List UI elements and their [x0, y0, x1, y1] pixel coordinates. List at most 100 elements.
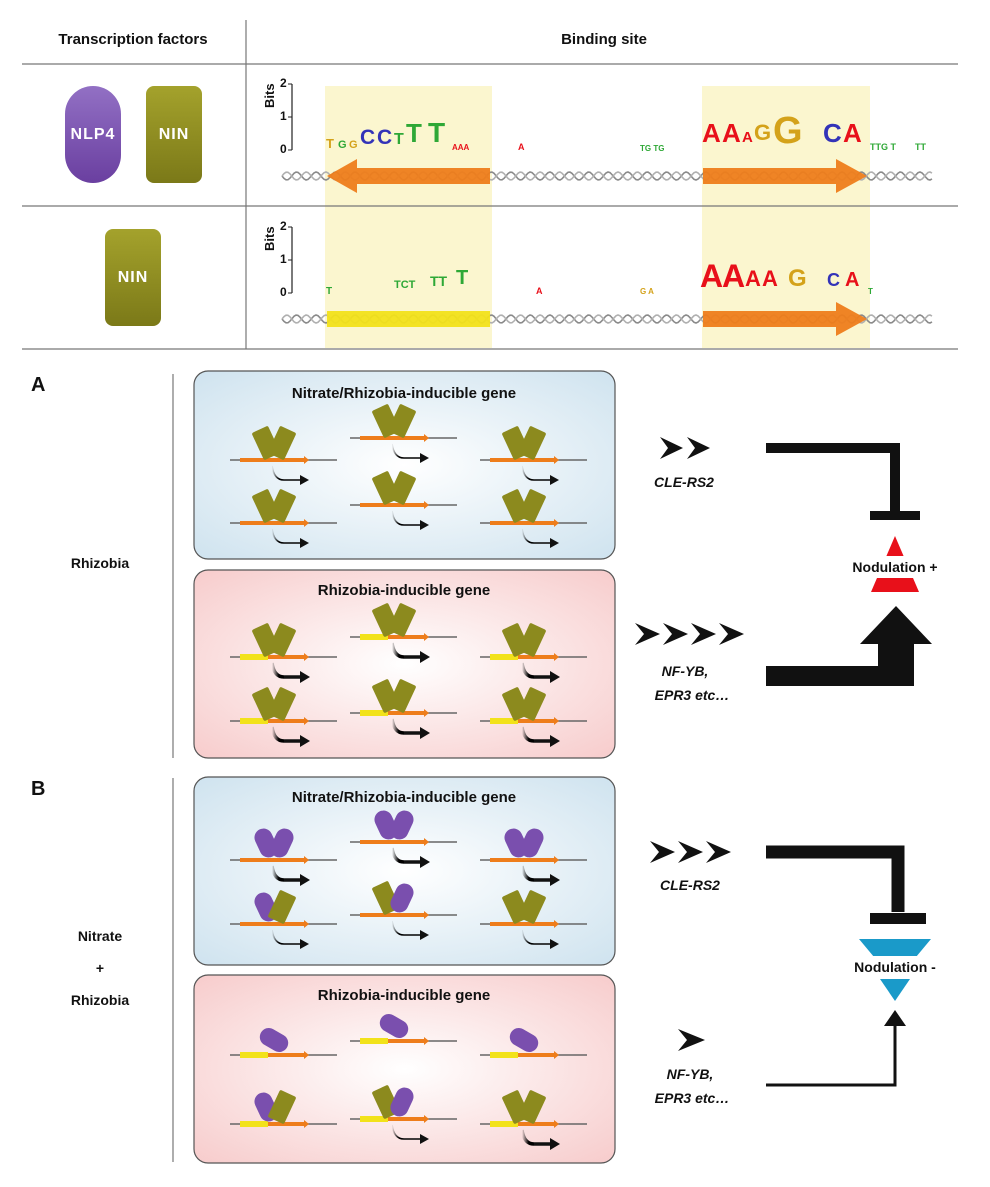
svg-text:TT: TT — [430, 273, 448, 289]
gene-unit — [480, 456, 587, 485]
transcription-arrowhead — [300, 939, 309, 949]
svg-text:C: C — [360, 126, 375, 149]
transcription-factor — [268, 623, 296, 657]
transcription-arrowhead — [300, 874, 310, 886]
gene-units — [230, 404, 587, 1150]
transcription-arrowhead — [420, 930, 429, 940]
promotion-arrow — [766, 606, 932, 686]
y-tick: 0 — [280, 285, 287, 299]
svg-text:A: A — [762, 266, 778, 291]
transcription-start — [391, 920, 405, 936]
svg-text:T: T — [406, 118, 422, 148]
weak-promotion-line — [766, 1024, 897, 1087]
transcription-arrowhead — [550, 874, 560, 886]
gene-unit — [230, 856, 337, 886]
transcription-arrowhead — [420, 856, 430, 868]
transcription-factor — [268, 426, 296, 460]
transcription-arrowhead — [300, 538, 309, 548]
inhibition-line — [766, 443, 900, 514]
transcription-start — [390, 718, 405, 735]
svg-text:T: T — [456, 267, 468, 289]
transcription-start — [271, 929, 285, 945]
nlp4-protein — [65, 86, 121, 183]
gene-unit — [480, 519, 587, 548]
panel-b-top-target: CLE-RS2 — [660, 877, 720, 893]
transcription-factor — [268, 489, 296, 523]
transcription-arrowhead — [300, 735, 310, 747]
nin-protein — [146, 86, 202, 183]
panel-a-regulation — [635, 437, 954, 686]
svg-text:T: T — [868, 287, 873, 296]
panel-a-condition: Rhizobia — [70, 555, 130, 571]
svg-text:A: A — [722, 118, 741, 148]
transcription-factor — [268, 890, 296, 924]
nin-label: NIN — [158, 125, 190, 143]
transcription-factor — [390, 883, 414, 913]
transcription-start — [521, 929, 535, 945]
panel-a-top-chevrons — [660, 437, 710, 459]
transcription-arrowhead — [550, 538, 559, 548]
svg-text:A: A — [742, 129, 753, 146]
panel-b-bottom-target-line2: EPR3 etc… — [654, 1090, 730, 1106]
transcription-start — [271, 465, 285, 481]
svg-text:A: A — [700, 258, 723, 294]
transcription-start — [271, 528, 285, 544]
panel-b-bottom-box-title: Rhizobia-inducible gene — [317, 987, 491, 1004]
nodulation-minus-upper — [859, 939, 931, 957]
gene-unit — [350, 434, 457, 463]
svg-text:G A: G A — [640, 287, 654, 296]
transcription-arrowhead — [420, 1134, 429, 1144]
transcription-factor — [518, 890, 546, 924]
svg-text:C: C — [827, 270, 840, 290]
y-tick: 2 — [280, 219, 287, 233]
panel-b-condition-line3: Rhizobia — [70, 992, 130, 1008]
y-tick: 1 — [280, 109, 287, 123]
panel-a-label: A — [31, 374, 46, 396]
panel-b-bottom-chevron — [678, 1029, 705, 1051]
nlp4-label: NLP4 — [70, 125, 116, 143]
nodulation-plus-label: Nodulation + — [852, 559, 938, 575]
binding-table: T G G C C T T T AAA A TG TG A A A G G C … — [22, 20, 958, 350]
transcription-start — [390, 642, 405, 659]
svg-text:A: A — [722, 258, 745, 294]
transcription-factor — [518, 489, 546, 523]
gene-unit — [350, 709, 457, 739]
transcription-factor — [520, 828, 544, 858]
panel-a-bottom-chevrons — [635, 623, 744, 645]
gene-unit — [480, 920, 587, 949]
transcription-arrowhead — [550, 735, 560, 747]
panel-a-bottom-target-line1: NF-YB, — [661, 663, 709, 679]
gene-unit — [350, 501, 457, 530]
transcription-factor — [509, 1028, 539, 1052]
forward-binding-arrow — [703, 302, 867, 336]
panel-b-bottom-target-line1: NF-YB, — [666, 1066, 714, 1082]
transcription-factor — [388, 679, 416, 713]
transcription-start — [521, 528, 535, 544]
svg-text:TTG T: TTG T — [870, 142, 896, 152]
svg-text:G: G — [349, 139, 358, 151]
panel-a-top-box-title: Nitrate/Rhizobia-inducible gene — [291, 385, 517, 402]
transcription-arrowhead — [420, 651, 430, 663]
transcription-factor — [268, 687, 296, 721]
transcription-start — [520, 726, 535, 743]
svg-text:C: C — [823, 118, 842, 148]
transcription-arrowhead — [300, 475, 309, 485]
gene-unit — [230, 653, 337, 683]
svg-text:G: G — [338, 139, 347, 151]
right-site-highlight — [702, 86, 870, 348]
nodulation-minus-label: Nodulation - — [854, 959, 936, 975]
gene-unit — [230, 717, 337, 747]
gene-unit — [230, 456, 337, 485]
panel-a-top-target: CLE-RS2 — [654, 474, 714, 490]
transcription-start — [270, 662, 285, 679]
transcription-start — [520, 865, 535, 882]
gene-unit — [350, 633, 457, 663]
svg-text:G: G — [754, 120, 771, 145]
inhibition-bar — [870, 511, 920, 520]
gene-unit — [350, 911, 457, 940]
panel-a-bottom-target-line2: EPR3 etc… — [654, 687, 730, 703]
gene-unit — [480, 1051, 587, 1059]
svg-text:G: G — [788, 265, 807, 292]
transcription-start — [391, 443, 405, 459]
svg-text:G: G — [773, 110, 803, 152]
